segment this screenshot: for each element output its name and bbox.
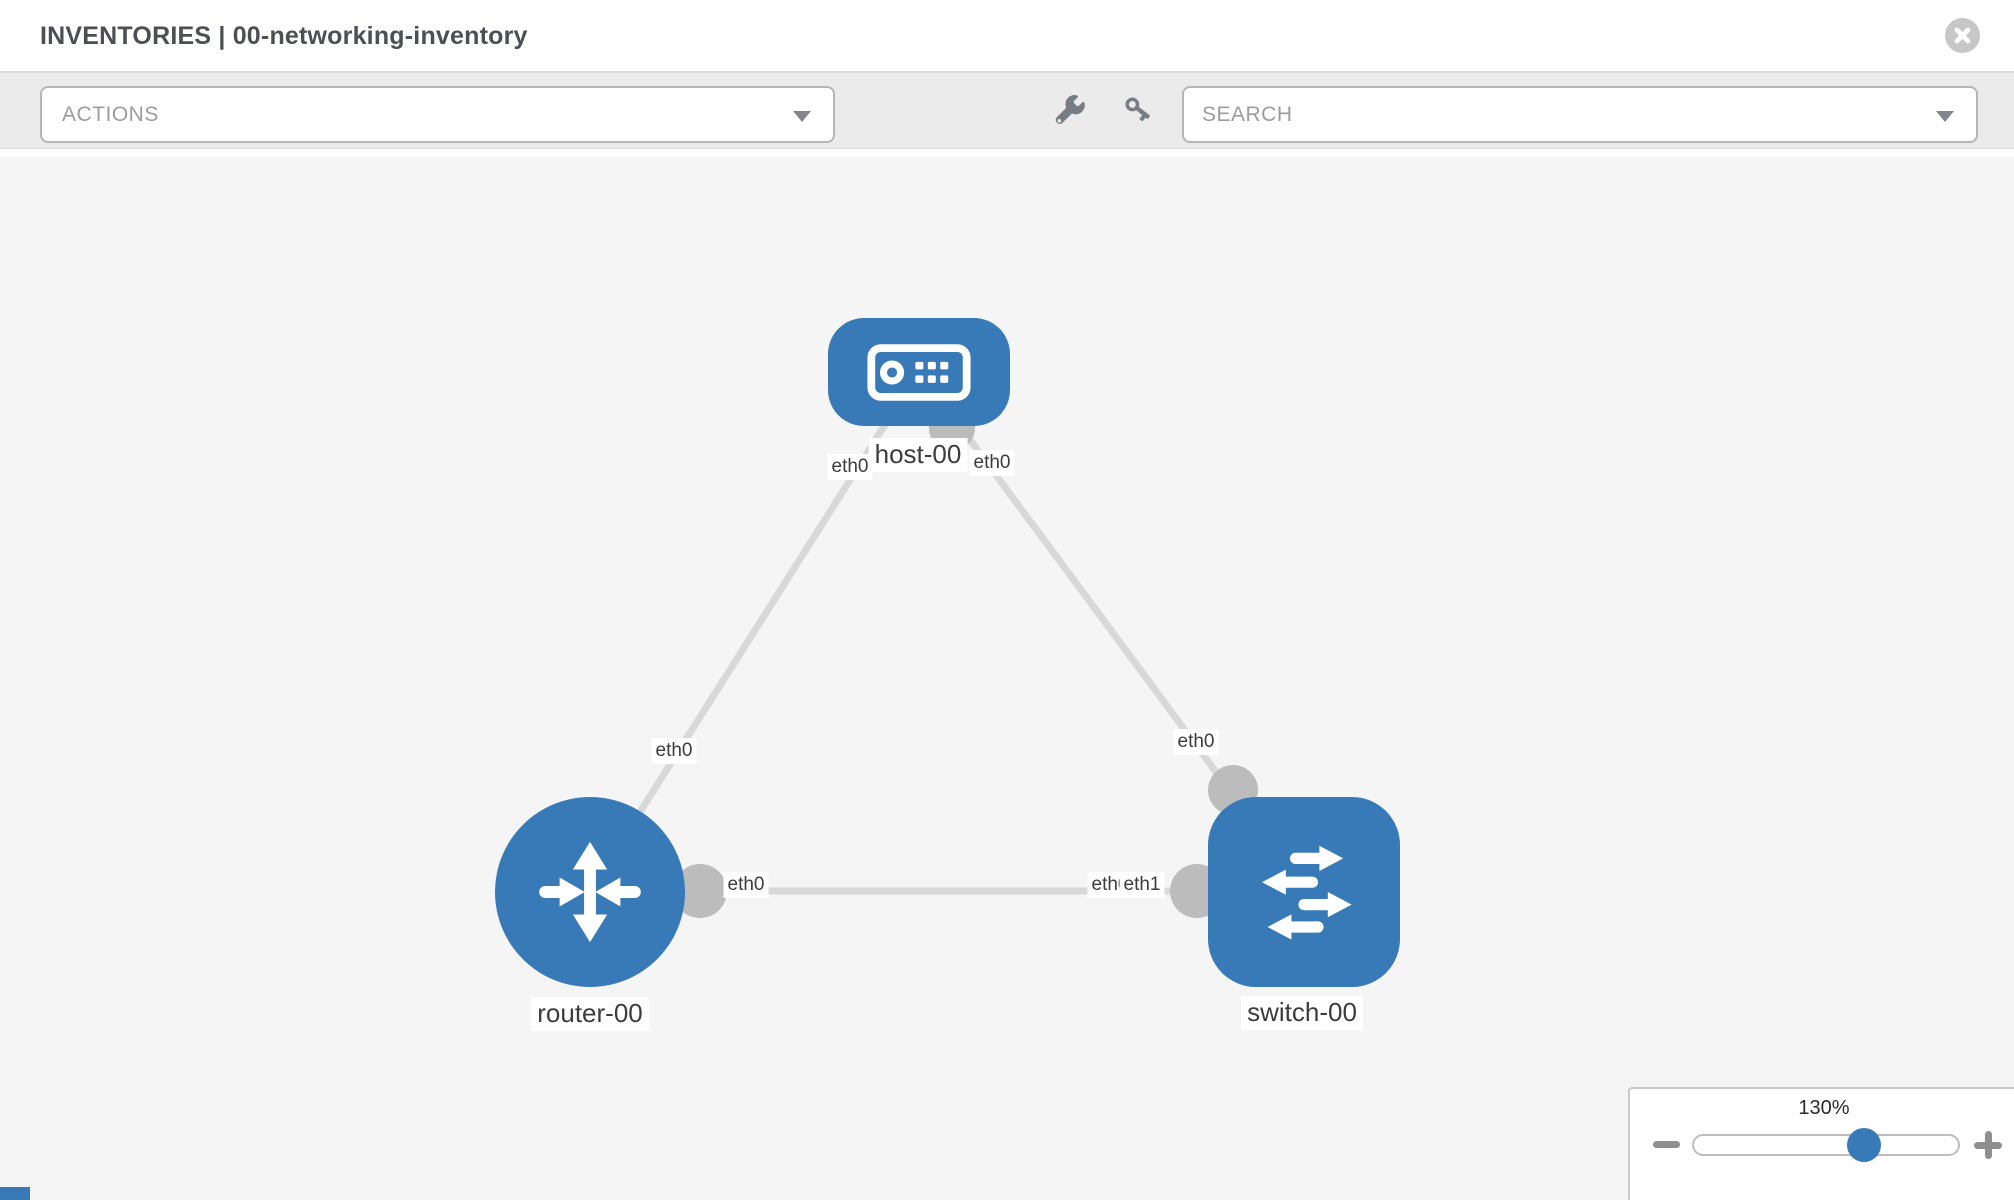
node-label-switch: switch-00 [1241, 996, 1363, 1030]
zoom-slider-thumb[interactable] [1847, 1128, 1881, 1162]
node-host-00[interactable] [828, 318, 1010, 426]
modal-header: INVENTORIES | 00-networking-inventory [0, 0, 2014, 72]
actions-dropdown-label: ACTIONS [62, 103, 159, 126]
chevron-down-icon [793, 111, 811, 122]
links-layer [587, 368, 1307, 918]
configure-button[interactable] [1042, 82, 1098, 138]
node-label-host: host-00 [868, 438, 968, 472]
node-switch-00[interactable] [1208, 797, 1400, 987]
host-icon [867, 343, 971, 401]
zoom-slider-track[interactable] [1692, 1134, 1960, 1156]
chevron-down-icon [1936, 111, 1954, 122]
zoom-panel: 130% [1628, 1087, 2014, 1200]
switch-icon [1262, 845, 1352, 940]
plus-icon [1984, 1131, 1992, 1159]
interface-label: eth0 [969, 450, 1015, 476]
port-router-right [673, 864, 727, 918]
zoom-out-button[interactable] [1653, 1141, 1680, 1148]
search-input[interactable] [1202, 88, 1902, 141]
interface-label: eth0 [651, 738, 697, 764]
close-button[interactable] [1945, 18, 1980, 53]
zoom-level: 130% [1798, 1097, 1850, 1119]
cut-off-element-fragment [0, 1187, 30, 1200]
interface-label: eth0 [723, 872, 769, 898]
wrench-icon [1055, 95, 1085, 124]
credentials-button[interactable] [1108, 82, 1164, 138]
router-icon [539, 841, 641, 943]
node-router-00[interactable] [495, 797, 685, 987]
close-icon [1954, 27, 1971, 44]
search-dropdown[interactable] [1182, 86, 1978, 143]
interface-label: eth1 [1119, 872, 1165, 898]
node-label-router: router-00 [531, 997, 649, 1031]
zoom-in-button[interactable] [1974, 1131, 2002, 1159]
actions-dropdown[interactable]: ACTIONS [40, 86, 835, 143]
toolbar: ACTIONS [0, 72, 2014, 149]
key-icon [1125, 97, 1150, 122]
interface-label: eth0 [1173, 729, 1219, 755]
topology-canvas[interactable]: eth0 eth0 eth0 eth0 eth0 eth0 eth1 host-… [0, 157, 2014, 1200]
interface-label: eth0 [827, 454, 873, 480]
page-title: INVENTORIES | 00-networking-inventory [40, 22, 528, 50]
